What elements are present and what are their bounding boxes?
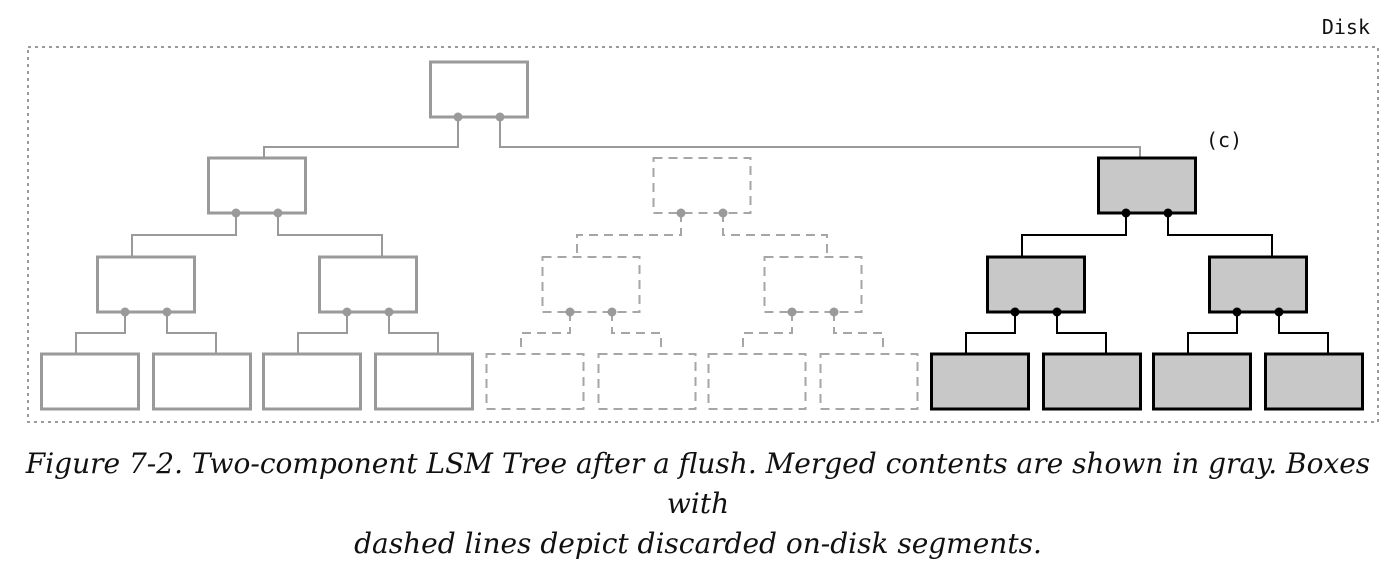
pointer-dot (787, 307, 797, 317)
original-tree-right-link-right (388, 312, 439, 354)
original-tree-right-right-node (374, 352, 474, 411)
caption-line-1: Figure 7-2. Two-component LSM Tree after… (25, 447, 1371, 520)
merged-tree-right-link-right (1278, 312, 1329, 354)
caption-line-2: dashed lines depict discarded on-disk se… (354, 527, 1042, 560)
merged-tree-link-left (1021, 213, 1127, 257)
original-tree-link-left (131, 213, 237, 257)
pointer-dot (718, 208, 728, 218)
original-tree-left-left-node (40, 352, 140, 411)
disk-boundary (27, 46, 1379, 423)
merged-tree-right-node (1208, 255, 1308, 314)
pointer-dot (384, 307, 394, 317)
original-tree-link-right (277, 213, 383, 257)
merged-tree-left-left-node (930, 352, 1030, 411)
pointer-dot (495, 112, 505, 122)
discarded-tree-right-right-node (819, 353, 919, 410)
root-node (429, 60, 529, 119)
merged-tree-left-node (986, 255, 1086, 314)
pointer-dot (162, 307, 172, 317)
discarded-tree-left-node (541, 256, 641, 313)
merged-tree-right-left-node (1152, 352, 1252, 411)
discarded-tree-node (652, 157, 752, 214)
discarded-tree-right-left-node (707, 353, 807, 410)
original-tree-node (207, 156, 307, 215)
discarded-tree-right-link-left (742, 312, 793, 354)
merged-tree-right-link-left (1187, 312, 1238, 354)
pointer-dot (342, 307, 352, 317)
discarded-tree-right-node (763, 256, 863, 313)
pointer-dot (1010, 307, 1020, 317)
original-tree-left-link-right (166, 312, 217, 354)
pointer-dot (120, 307, 130, 317)
pointer-dot (565, 307, 575, 317)
pointer-dot (273, 208, 283, 218)
merged-tree-left-link-left (965, 312, 1016, 354)
merged-tree-left-right-node (1042, 352, 1142, 411)
pointer-dot (607, 307, 617, 317)
pointer-dot (829, 307, 839, 317)
pointer-dot (676, 208, 686, 218)
merged-tree-link-right (1167, 213, 1273, 257)
original-tree-right-node (318, 255, 418, 314)
discarded-tree-left-right-node (597, 353, 697, 410)
pointer-dot (453, 112, 463, 122)
pointer-dot (1052, 307, 1062, 317)
discarded-tree-left-link-left (520, 312, 571, 354)
disk-label: Disk (1322, 15, 1370, 39)
pointer-dot (1232, 307, 1242, 317)
root-link-left (263, 117, 459, 158)
merged-tree-marker-label: (c) (1206, 128, 1242, 152)
original-tree-right-left-node (262, 352, 362, 411)
original-tree-left-right-node (152, 352, 252, 411)
merged-tree-right-right-node (1264, 352, 1364, 411)
pointer-dot (231, 208, 241, 218)
lsm-tree-diagram: Disk (c) (27, 15, 1379, 423)
discarded-tree-left-left-node (485, 353, 585, 410)
figure-caption: Figure 7-2. Two-component LSM Tree after… (0, 444, 1396, 564)
original-tree-left-node (96, 255, 196, 314)
discarded-tree-link-right (722, 213, 828, 257)
discarded-tree-link-left (576, 213, 682, 257)
original-tree-right-link-left (297, 312, 348, 354)
discarded-tree-left-link-right (611, 312, 662, 354)
root-link-right (499, 117, 1141, 158)
discarded-tree-right-link-right (833, 312, 884, 354)
pointer-dot (1121, 208, 1131, 218)
merged-tree-left-link-right (1056, 312, 1107, 354)
original-tree-left-link-left (75, 312, 126, 354)
pointer-dot (1274, 307, 1284, 317)
merged-tree-node (1097, 156, 1197, 215)
pointer-dot (1163, 208, 1173, 218)
